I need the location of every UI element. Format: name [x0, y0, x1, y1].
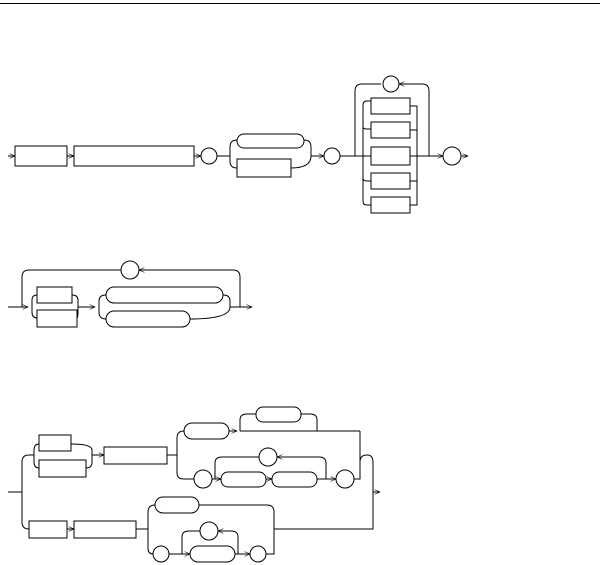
- railroad-diagram-1: [8, 75, 468, 214]
- railroad-diagram-2: [8, 260, 252, 328]
- diagram-1-terminator: [442, 146, 462, 166]
- diagram-3-oval-2: [220, 471, 267, 488]
- diagram-3-delimiter-4: [249, 545, 267, 563]
- diagram-1-loop-separator: [382, 75, 400, 93]
- diagram-2-choice-box-2: [36, 309, 78, 328]
- diagram-3-optional-oval: [255, 406, 302, 423]
- diagram-2-loop-separator: [120, 260, 140, 280]
- diagram-1-keyword-box-2: [73, 145, 195, 167]
- diagram-1-option-box-5: [370, 196, 411, 214]
- diagram-1-choice-box: [236, 158, 292, 178]
- diagram-1-delimiter-2: [323, 147, 341, 165]
- diagram-1-keyword-box-1: [14, 145, 68, 167]
- diagram-3-oval-4: [154, 496, 200, 514]
- diagram-1-option-box-4: [370, 172, 411, 190]
- diagram-3-loop-separator-2: [199, 521, 219, 541]
- diagram-2-choice-oval-1: [105, 286, 224, 304]
- diagram-1-delimiter-1: [200, 147, 218, 165]
- diagram-3-oval-3: [271, 471, 318, 488]
- diagram-3-delimiter-1: [193, 469, 213, 489]
- diagram-3-choice-box-2: [38, 459, 87, 478]
- diagram-3-oval-5: [189, 545, 236, 563]
- diagram-1-option-box-3: [370, 146, 411, 166]
- diagram-3-oval-1: [183, 422, 230, 440]
- diagram-1-option-box-2: [370, 121, 411, 139]
- diagram-3-delimiter-3: [152, 545, 170, 563]
- diagram-3-keyword-box-2: [28, 520, 68, 539]
- railroad-diagram-3: [8, 406, 380, 563]
- diagram-3-keyword-box-3: [73, 520, 137, 539]
- diagram-3-delimiter-2: [335, 469, 355, 489]
- diagram-3-keyword-box: [103, 446, 168, 465]
- diagram-3-choice-box-1: [38, 434, 72, 452]
- diagram-2-choice-box-1: [36, 286, 73, 304]
- diagram-1-choice-oval: [236, 133, 305, 149]
- diagram-1-option-box-1: [370, 97, 411, 115]
- diagram-2-choice-oval-2: [105, 310, 191, 328]
- diagram-3-loop-separator-1: [258, 447, 278, 467]
